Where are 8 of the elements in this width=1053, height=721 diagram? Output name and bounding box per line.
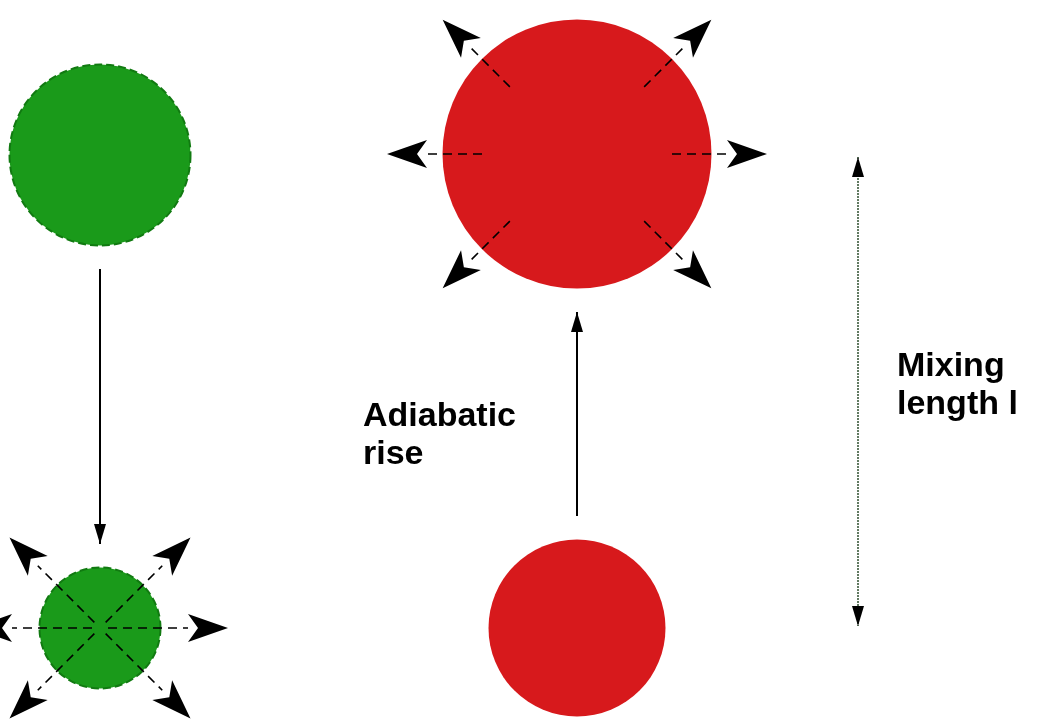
dimension-label: Mixing length l — [897, 345, 1019, 421]
arrow — [571, 311, 583, 517]
parcel-circle — [487, 538, 667, 718]
parcel-circle — [441, 18, 713, 290]
edge-label: Adiabatic rise — [363, 395, 518, 471]
arrow — [94, 268, 106, 545]
parcel-circle — [38, 566, 162, 690]
parcel-circle — [8, 63, 192, 247]
